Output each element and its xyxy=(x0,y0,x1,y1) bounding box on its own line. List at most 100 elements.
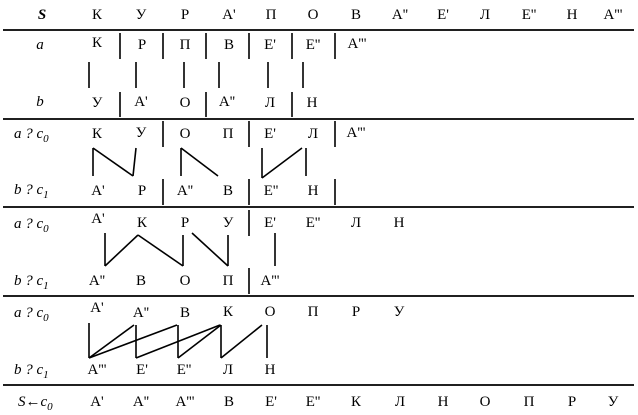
row-b-cell: В xyxy=(136,273,146,289)
row-b-cell: О xyxy=(180,95,191,111)
header-cell: А' xyxy=(222,7,236,23)
label-a-sub: 0 xyxy=(43,312,49,324)
connector-line xyxy=(220,324,263,359)
label-a-text: a ? c xyxy=(14,305,44,321)
row-b-cell: А' xyxy=(91,183,105,199)
header-cell: У xyxy=(136,7,147,23)
step-2: a ? c0 b ? c1 К У О П Е' Л А''' А' Р А''… xyxy=(14,121,366,205)
result-cell: В xyxy=(224,394,234,410)
result-label: S←c0 xyxy=(18,394,53,413)
result-cell: Р xyxy=(568,394,576,410)
label-a-sub: 0 xyxy=(43,133,49,145)
connector-line xyxy=(137,234,184,267)
connector-line xyxy=(88,324,135,359)
row-a-cell: У xyxy=(136,125,147,141)
label-a: a ? c0 xyxy=(14,305,49,324)
row-a-cell: К xyxy=(92,126,103,142)
result-cell: А' xyxy=(90,394,104,410)
connector-line xyxy=(261,147,303,179)
row-b-cell: Л xyxy=(265,95,275,111)
label-a: a xyxy=(36,37,44,53)
row-a-cell: Р xyxy=(352,304,360,320)
header-row: S К У Р А' П О В А'' Е' Л Е'' Н А''' xyxy=(38,7,623,23)
row-a-cell: Р xyxy=(138,37,146,53)
connector-line xyxy=(180,147,219,177)
label-b-text: b ? c xyxy=(14,182,44,198)
connector-line xyxy=(92,147,134,177)
result-cell: Е' xyxy=(265,394,277,410)
row-b-cell: А'' xyxy=(89,273,106,289)
row-b-cell: Р xyxy=(138,183,146,199)
row-a-cell: В xyxy=(224,37,234,53)
result-cell: О xyxy=(480,394,491,410)
connector-line xyxy=(132,147,137,177)
row-a-cell: Р xyxy=(181,215,189,231)
row-b-cell: Н xyxy=(265,362,276,378)
connector-line xyxy=(88,324,178,359)
header-cell: А'' xyxy=(392,7,409,23)
row-b-cell: А'' xyxy=(219,94,236,110)
label-b: b ? c1 xyxy=(14,273,49,292)
header-cell: О xyxy=(308,7,319,23)
row-a-cell: П xyxy=(223,126,234,142)
label-b-sub: 1 xyxy=(43,280,49,292)
row-b-cell: А' xyxy=(134,94,148,110)
result-cell: Е'' xyxy=(306,394,321,410)
label-a: a ? c0 xyxy=(14,126,49,145)
label-b: b ? c1 xyxy=(14,362,49,381)
row-a-cell: А'' xyxy=(133,305,150,321)
row-a-cell: А''' xyxy=(347,125,366,141)
result-cell: А'' xyxy=(133,394,150,410)
row-a-cell: Е' xyxy=(264,126,276,142)
row-a-cell: Е'' xyxy=(306,215,321,231)
label-b: b ? c1 xyxy=(14,182,49,201)
label-a-text: a ? c xyxy=(14,126,44,142)
label-b: b xyxy=(36,94,44,110)
header-cell: А''' xyxy=(604,7,623,23)
step-1: a b К Р П В Е' Е'' А''' У А' О А'' Л Н xyxy=(36,33,367,117)
row-b-cell: П xyxy=(223,273,234,289)
row-a-cell: Н xyxy=(394,215,405,231)
row-b-cell: Е'' xyxy=(177,362,192,378)
header-cell: В xyxy=(351,7,361,23)
row-a-cell: А''' xyxy=(348,36,367,52)
header-cell: Н xyxy=(567,7,578,23)
row-b-cell: О xyxy=(180,273,191,289)
result-cell: Н xyxy=(438,394,449,410)
row-a-cell: У xyxy=(223,215,234,231)
row-a-cell: Е'' xyxy=(306,37,321,53)
result-cell: П xyxy=(524,394,535,410)
label-b-text: b ? c xyxy=(14,362,44,378)
row-a-cell: А' xyxy=(91,211,105,227)
row-a-cell: К xyxy=(223,304,234,320)
result-label-text: S←c xyxy=(18,394,48,410)
row-b-cell: В xyxy=(223,183,233,199)
row-a-cell: К xyxy=(92,35,103,51)
label-b-sub: 1 xyxy=(43,189,49,201)
row-b-cell: А'' xyxy=(177,183,194,199)
row-b-cell: А''' xyxy=(261,273,280,289)
row-a-cell: О xyxy=(265,304,276,320)
result-row: S←c0 А' А'' А''' В Е' Е'' К Л Н О П Р У xyxy=(18,394,619,413)
header-cell: Л xyxy=(480,7,490,23)
header-cell: Е'' xyxy=(522,7,537,23)
label-b-text: b ? c xyxy=(14,273,44,289)
row-b-cell: Е' xyxy=(136,362,148,378)
row-b-cell: Н xyxy=(307,95,318,111)
row-a-cell: Л xyxy=(351,215,361,231)
header-cell: П xyxy=(266,7,277,23)
step-3: a ? c0 b ? c1 А' К Р У Е' Е'' Л Н А'' В … xyxy=(14,210,405,294)
result-cell: Л xyxy=(395,394,405,410)
row-a-cell: Е' xyxy=(264,37,276,53)
row-a-cell: П xyxy=(308,304,319,320)
label-b-sub: 1 xyxy=(43,369,49,381)
header-cell: Е' xyxy=(437,7,449,23)
header-cell: К xyxy=(92,7,103,23)
row-a-cell: Л xyxy=(308,126,318,142)
row-b-cell: Е'' xyxy=(264,183,279,199)
row-a-cell: А' xyxy=(90,300,104,316)
row-a-cell: К xyxy=(137,215,148,231)
label-a-sub: 0 xyxy=(43,223,49,235)
result-cell: У xyxy=(608,394,619,410)
